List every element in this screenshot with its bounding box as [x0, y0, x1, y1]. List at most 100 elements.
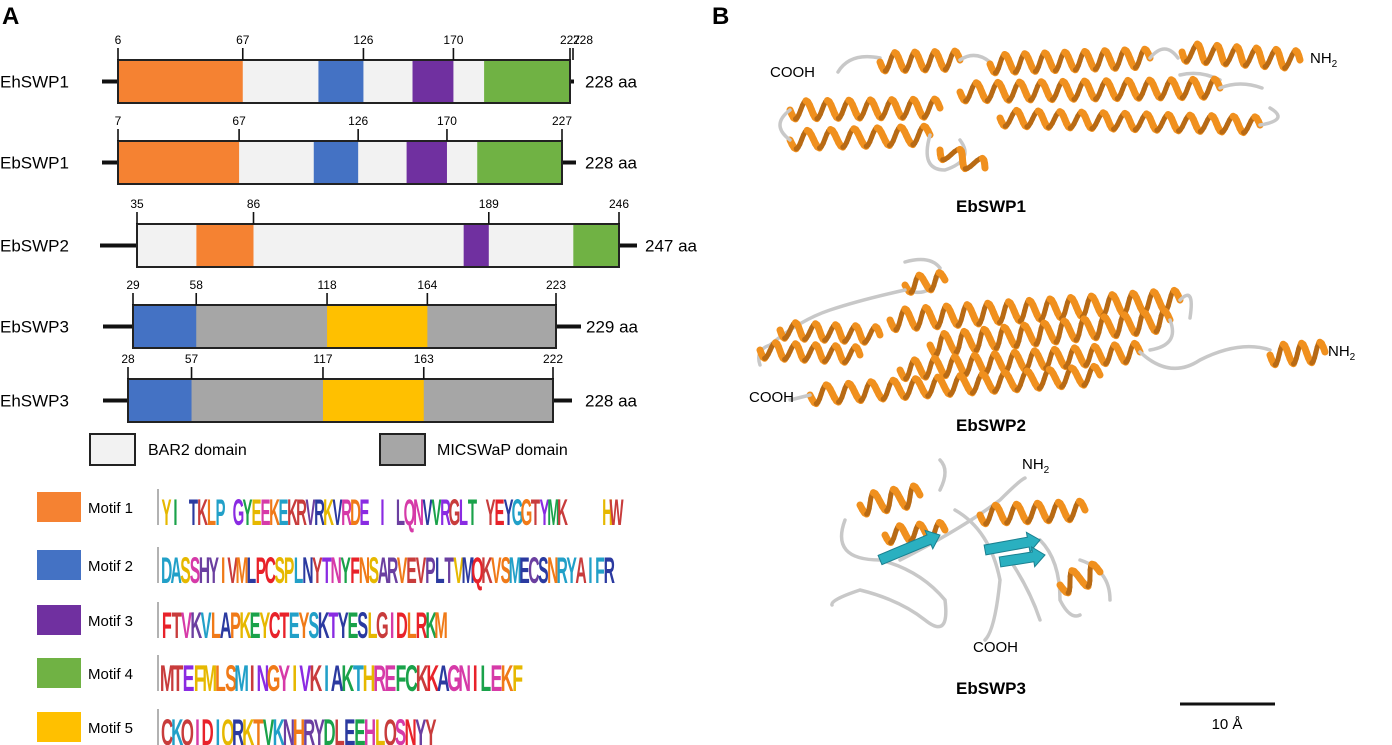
logo-letter: K: [318, 606, 330, 647]
panel-letter-a: A: [2, 3, 19, 30]
logo-letter: V: [332, 491, 342, 533]
logo-letter: S: [357, 606, 368, 647]
ebswp2-helix: [886, 286, 1184, 334]
logo-letter: T: [322, 550, 332, 592]
logo-letter: D: [161, 550, 172, 592]
logo-letter: A: [220, 606, 232, 647]
motif1-block: [196, 225, 254, 266]
logo-letter: C: [265, 550, 276, 592]
position-label: 67: [232, 114, 246, 128]
ebswp1-helix: [996, 106, 1264, 137]
logo-letter: T: [328, 606, 338, 647]
logo-letter: K: [310, 659, 323, 700]
motif4-block: [484, 61, 570, 102]
logo-letter: S: [500, 550, 510, 592]
logo-letter: V: [201, 606, 212, 647]
coil: [836, 54, 882, 74]
protein-name: EhSWP3: [0, 392, 69, 411]
helix-segment: [1295, 51, 1304, 64]
logo-letter: N: [458, 659, 471, 700]
helix-segment: [934, 100, 944, 112]
motif-label: Motif 5: [88, 720, 133, 737]
panel-letter-b: B: [712, 3, 729, 30]
logo-letter: R: [232, 713, 244, 745]
domain-box-outline: [117, 140, 563, 185]
logo-letter: I: [324, 659, 329, 700]
coil: [778, 108, 792, 142]
logo-letter: K: [481, 550, 493, 592]
logo-letter: Y: [566, 550, 576, 592]
logo-letter: K: [416, 659, 429, 700]
logo-letter: S: [190, 550, 200, 592]
logo-letter: V: [305, 491, 315, 533]
logo-letter: K: [197, 491, 208, 533]
logo-letter: T: [173, 659, 184, 700]
position-label: 223: [546, 278, 566, 292]
logo-letter: P: [256, 550, 266, 592]
logo-letter: T: [353, 659, 364, 700]
coil: [788, 393, 812, 402]
logo-letter: M: [202, 659, 217, 700]
coil: [830, 518, 948, 629]
logo-letter: F: [162, 606, 172, 647]
helix-segment: [1093, 564, 1104, 576]
logo-letter: E: [289, 606, 300, 647]
domain-legend: BAR2 domain MICSWaP domain: [89, 433, 568, 466]
logo-letter: F: [512, 659, 523, 700]
structure-title-ebswp1: EbSWP1: [956, 197, 1026, 216]
logo-letter: D: [202, 713, 214, 745]
logo-letter: V: [181, 606, 192, 647]
motif1-block: [118, 142, 240, 183]
ebswp2-helix: [896, 339, 1144, 383]
bar2-legend-swatch: [89, 433, 136, 466]
position-label: 126: [348, 114, 368, 128]
logo-letter: S: [225, 659, 237, 700]
logo-letter: I: [588, 550, 592, 592]
logo-letter: K: [323, 491, 334, 533]
logo-letter: I: [390, 606, 395, 647]
logo-letter: P: [230, 606, 241, 647]
logo-letter: G: [376, 606, 389, 647]
logo-letter: K: [239, 606, 251, 647]
logo-letter: H: [364, 713, 376, 745]
motif2-block: [128, 380, 192, 421]
logo-letter: L: [368, 606, 378, 647]
logo-letter: I: [195, 713, 200, 745]
logo-letter: L: [215, 659, 226, 700]
logo-letter: R: [440, 491, 451, 533]
ebswp3-beta-strand: [877, 529, 941, 566]
protein-length: 228 aa: [585, 73, 638, 92]
coil: [1138, 344, 1272, 371]
logo-letter: E: [348, 606, 359, 647]
logo-letter: N: [331, 550, 342, 592]
logo-letter: L: [294, 550, 304, 592]
logo-letter: F: [395, 659, 406, 700]
position-label: 117: [313, 352, 332, 366]
position-label: 29: [126, 278, 140, 292]
logo-letter: L: [247, 550, 257, 592]
logo-letter: A: [437, 659, 450, 700]
protein-length: 229 aa: [586, 318, 639, 337]
logo-letter: Q: [384, 713, 397, 745]
ebswp1-helix: [876, 47, 964, 75]
logo-letter: R: [341, 491, 352, 533]
bar2-legend-label: BAR2 domain: [148, 442, 247, 459]
logo-letter: M: [509, 550, 522, 592]
logo-letter: I: [221, 550, 225, 592]
ebswp2-c-terminus: COOH: [749, 389, 794, 406]
logo-letter: G: [449, 491, 461, 533]
coil: [1008, 558, 1042, 622]
position-label: 170: [443, 33, 463, 47]
ebswp1-helix: [936, 145, 989, 173]
position-label: 57: [185, 352, 199, 366]
motif2-block: [318, 61, 364, 102]
logo-letter: I: [473, 659, 478, 700]
coil: [958, 53, 992, 64]
motif5-block: [327, 306, 428, 347]
logo-letter: R: [416, 606, 428, 647]
position-label: 126: [353, 33, 373, 47]
logo-letter: E: [344, 713, 355, 745]
ebswp3-beta-strand: [983, 531, 1041, 556]
